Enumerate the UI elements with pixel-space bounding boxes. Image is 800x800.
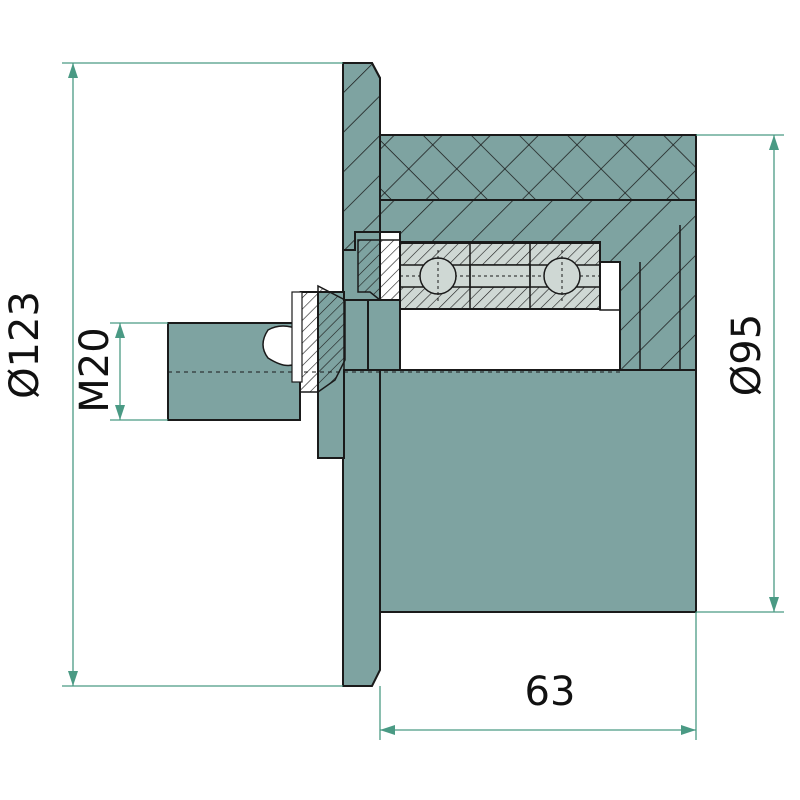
flange-plate xyxy=(342,62,381,687)
length-label: 63 xyxy=(525,669,576,715)
roller-body xyxy=(379,369,697,613)
roller-diameter-label: Ø95 xyxy=(724,314,770,396)
roller-tyre-section xyxy=(379,134,697,201)
seal-ring xyxy=(357,239,401,301)
dimension-thread: M20 xyxy=(72,322,168,421)
dimension-length: 63 xyxy=(379,612,697,740)
dimension-flange-diameter: Ø123 xyxy=(2,62,343,687)
thread-label: M20 xyxy=(72,327,118,412)
flange-diameter-label: Ø123 xyxy=(2,291,48,399)
axle-nut xyxy=(262,284,346,393)
dimension-roller-diameter: Ø95 xyxy=(696,134,784,613)
ball-bearing xyxy=(399,242,601,310)
